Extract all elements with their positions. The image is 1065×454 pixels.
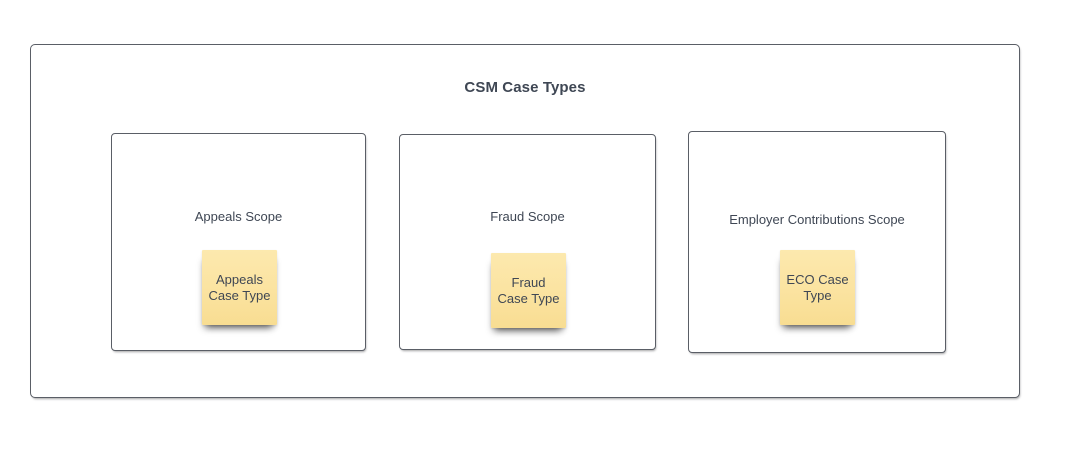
csm-case-types-container: CSM Case Types Appeals Scope Appeals Cas… xyxy=(30,44,1020,398)
group-employer-contributions-scope: Employer Contributions Scope ECO Case Ty… xyxy=(688,131,946,353)
group-label-appeals-scope: Appeals Scope xyxy=(194,209,283,224)
sticky-note-text: Appeals Case Type xyxy=(208,271,271,303)
diagram-title: CSM Case Types xyxy=(464,79,586,96)
sticky-note-eco-case-type: ECO Case Type xyxy=(780,250,855,325)
group-fraud-scope: Fraud Scope Fraud Case Type xyxy=(399,134,656,350)
sticky-note-fraud-case-type: Fraud Case Type xyxy=(491,253,566,328)
group-appeals-scope: Appeals Scope Appeals Case Type xyxy=(111,133,366,351)
group-label-employer-contributions-scope: Employer Contributions Scope xyxy=(729,212,905,227)
group-label-fraud-scope: Fraud Scope xyxy=(490,209,565,224)
sticky-note-text: ECO Case Type xyxy=(786,271,849,303)
sticky-note-text: Fraud Case Type xyxy=(497,274,560,306)
sticky-note-appeals-case-type: Appeals Case Type xyxy=(202,250,277,325)
